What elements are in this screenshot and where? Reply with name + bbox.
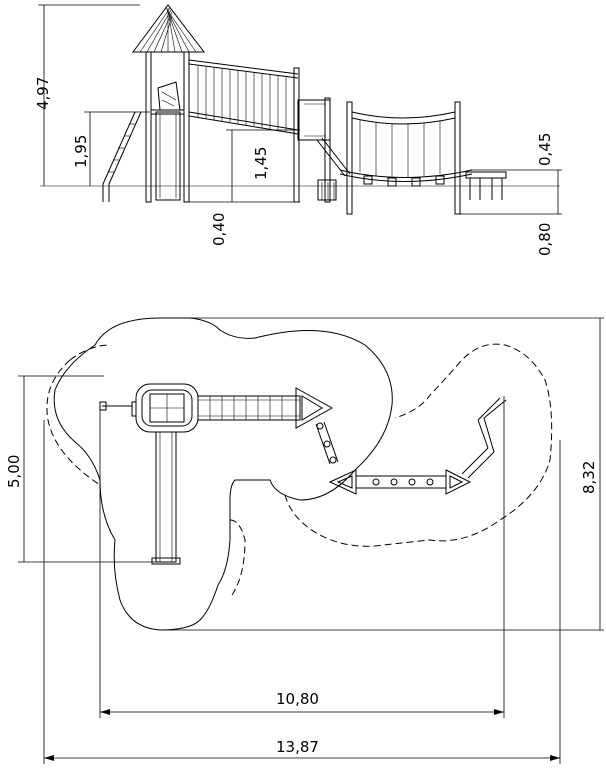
dim-inner-width-label: 10,80 bbox=[276, 690, 319, 708]
arrow-left bbox=[100, 709, 110, 715]
step-bench bbox=[465, 171, 507, 200]
bench-plan bbox=[461, 397, 507, 479]
dim-outer-width: 13,87 bbox=[43, 420, 561, 764]
dim-depth: 5,00 bbox=[5, 375, 156, 563]
dim-total-height: 4,97 bbox=[34, 4, 140, 186]
dim-post-depth-label: 0,80 bbox=[536, 223, 554, 256]
ladder bbox=[102, 111, 142, 202]
slide-plan bbox=[151, 431, 181, 565]
arrow-right-outer bbox=[550, 755, 560, 761]
ramp-plan bbox=[315, 421, 339, 465]
tower-plan bbox=[99, 383, 199, 433]
dim-post-depth: 0,80 bbox=[460, 186, 562, 256]
dim-total-height-label: 4,97 bbox=[34, 77, 52, 110]
dim-outer-depth: 8,32 bbox=[160, 317, 604, 631]
dim-mid-height-label: 1,45 bbox=[252, 147, 270, 180]
plan-view: 5,00 8,32 10,80 13,87 bbox=[5, 317, 604, 764]
elevation-view: 4,97 1,95 1,45 0,40 0,45 0,80 bbox=[34, 4, 562, 256]
safety-zone-solid bbox=[53, 317, 393, 631]
small-ramp bbox=[316, 137, 351, 201]
safety-zone-dashed bbox=[46, 343, 553, 596]
dim-mid-height: 1,45 bbox=[226, 129, 300, 186]
rope-bridge-plan bbox=[328, 469, 472, 495]
tower-roof bbox=[132, 4, 206, 53]
dim-platform-height: 1,95 bbox=[72, 111, 150, 186]
tower-structure bbox=[145, 51, 190, 203]
rope-bridge bbox=[339, 101, 473, 215]
dim-outer-width-label: 13,87 bbox=[276, 738, 319, 756]
dim-bridge-height: 0,45 bbox=[470, 133, 562, 186]
dim-depth-label: 5,00 bbox=[5, 455, 23, 488]
dim-platform-height-label: 1,95 bbox=[72, 135, 90, 168]
covered-bridge bbox=[188, 59, 331, 203]
arrow-right bbox=[494, 709, 504, 715]
dim-outer-depth-label: 8,32 bbox=[580, 461, 598, 494]
covered-bridge-plan bbox=[197, 387, 334, 429]
dim-below-ground: 0,40 bbox=[186, 186, 300, 246]
dim-inner-width: 10,80 bbox=[99, 396, 505, 718]
dim-bridge-height-label: 0,45 bbox=[536, 133, 554, 166]
arrow-left-outer bbox=[44, 755, 54, 761]
dim-below-ground-label: 0,40 bbox=[210, 213, 228, 246]
